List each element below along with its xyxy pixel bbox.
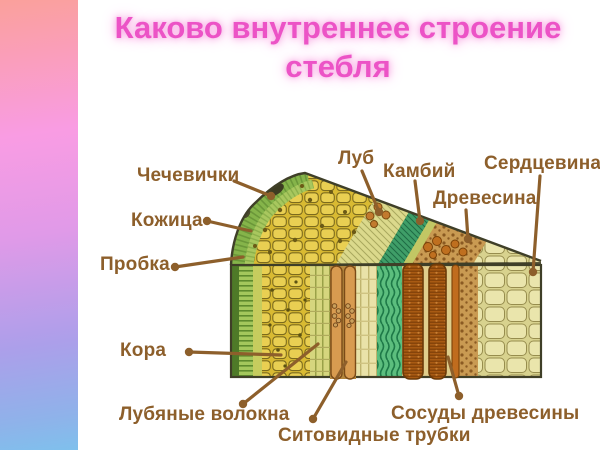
col-bast-fibers: [310, 265, 330, 377]
wood-vessel-1: [402, 263, 424, 380]
col-wood-fibers: [459, 265, 478, 377]
leader-line-bast: [360, 169, 381, 214]
leader-lines: [170, 169, 542, 424]
leader-line-wood: [464, 208, 470, 241]
leader-line-wood-vessels: [446, 355, 461, 398]
leader-line-cork: [173, 255, 245, 269]
diagram-outline: [229, 171, 543, 379]
leader-line-epidermis: [205, 219, 253, 233]
leader-line-lenticels: [232, 179, 273, 198]
leader-dot-bast: [374, 207, 384, 217]
col-cortex-dots: [268, 280, 307, 368]
leader-dot-epidermis: [202, 216, 212, 226]
sieve-plates: [331, 303, 355, 329]
leader-line-cambium: [413, 179, 422, 223]
col-cork-edge: [231, 265, 239, 377]
front-face: [231, 265, 541, 377]
col-cortex: [262, 265, 310, 377]
leader-dot-bast-fibers: [238, 399, 248, 409]
top-bark-band: [231, 173, 310, 265]
leader-dot-pith: [528, 267, 538, 277]
slide-title: Каково внутреннее строение стебля: [114, 10, 562, 85]
leader-dot-cambium: [415, 216, 425, 226]
leader-dot-wood-vessels: [454, 391, 464, 401]
leader-dot-cork: [170, 262, 180, 272]
top-wood-vessels: [423, 236, 468, 259]
col-gap-1: [423, 265, 429, 377]
leader-dot-lenticels: [266, 191, 276, 201]
leader-line-sieve-tubes: [311, 360, 348, 421]
wood-vessel-2: [428, 263, 447, 380]
col-gap-2: [446, 265, 452, 377]
col-cambium: [377, 265, 402, 377]
col-pith: [478, 265, 541, 377]
gradient-strip: [0, 0, 78, 450]
leader-dot-cortex: [184, 347, 194, 357]
wood-vessel-3: [451, 264, 460, 379]
col-cork-inner: [253, 265, 262, 377]
tubes: [330, 263, 460, 380]
col-phloem-pale: [356, 265, 377, 377]
top-cortex-dots: [253, 184, 357, 254]
leader-line-bast-fibers: [241, 342, 320, 406]
col-cork: [239, 265, 253, 377]
leader-dot-sieve-tubes: [308, 414, 318, 424]
leader-dot-wood: [463, 234, 473, 244]
top-surface: [231, 173, 541, 265]
leader-line-cortex: [187, 350, 283, 357]
leader-line-pith: [531, 174, 542, 274]
top-epidermis-stripes: [244, 179, 315, 265]
